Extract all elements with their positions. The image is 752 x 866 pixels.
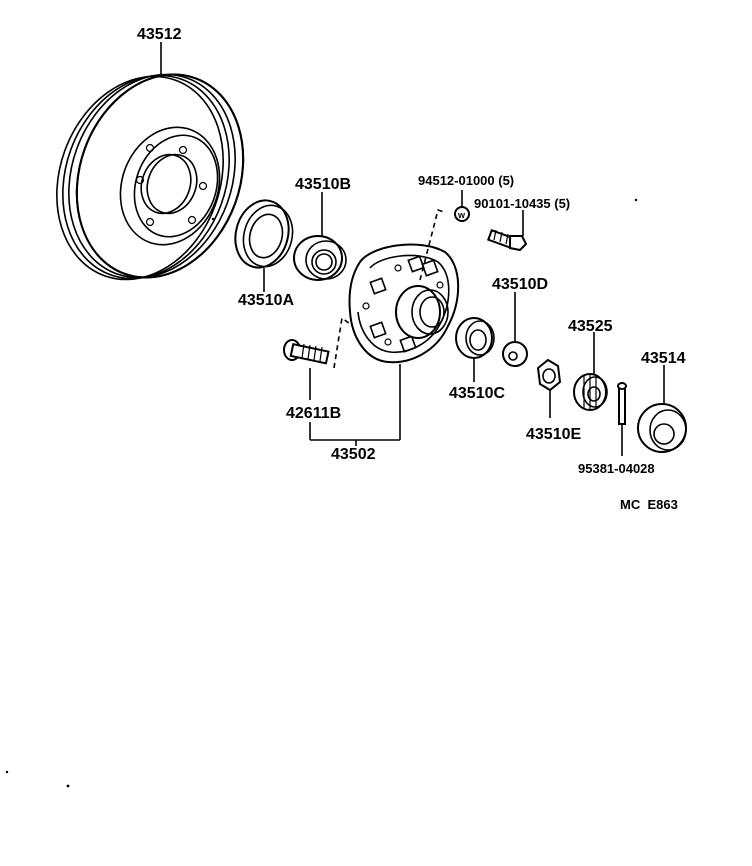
hub-bolt <box>283 339 330 365</box>
label-94512: 94512-01000 (5) <box>418 173 514 188</box>
label-95381: 95381-04028 <box>578 461 655 476</box>
label-43514: 43514 <box>641 350 686 367</box>
oil-seal <box>234 199 294 269</box>
label-43525: 43525 <box>568 318 613 335</box>
axle-hub <box>348 243 460 364</box>
adjusting-nut <box>536 358 562 392</box>
hub-bolt-short <box>487 229 528 252</box>
label-90101: 90101-10435 (5) <box>474 196 570 211</box>
label-43510d: 43510D <box>492 276 548 293</box>
label-43502: 43502 <box>331 446 376 463</box>
thrust-washer <box>502 341 528 367</box>
outer-bearing <box>455 317 495 359</box>
disc-rotor <box>56 73 245 281</box>
lock-washer: w <box>454 206 470 222</box>
label-43510a: 43510A <box>238 292 294 309</box>
label-43510e: 43510E <box>526 426 581 443</box>
label-43512: 43512 <box>137 26 182 43</box>
label-43510b: 43510B <box>295 176 351 193</box>
cotter-pin <box>617 382 627 425</box>
svg-text:w: w <box>457 210 466 220</box>
label-43510c: 43510C <box>449 385 505 402</box>
nut-lock <box>573 373 608 411</box>
inner-bearing <box>293 235 347 281</box>
label-42611b: 42611B <box>286 405 341 422</box>
grease-cap <box>637 403 687 453</box>
diagram-code: MC E863 <box>620 497 678 512</box>
